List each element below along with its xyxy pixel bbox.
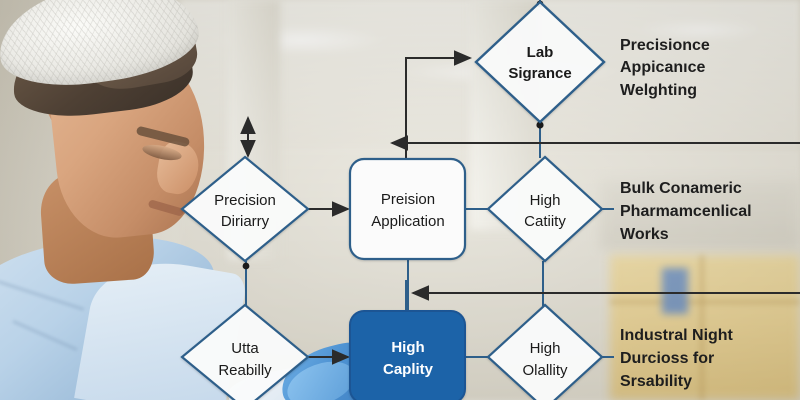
side-label-layer: Precisionce Appicanıce Welghting Bulk Co… — [620, 37, 752, 390]
node-high-catiity[interactable]: High Catiity — [486, 155, 604, 263]
side-label-line1: Bulk Conameric — [620, 180, 742, 197]
side-label-line3: Srsability — [620, 373, 692, 390]
side-label-line2: Pharmamcenlical — [620, 203, 752, 220]
side-label-bottom: Industral Night Durcioss for Srsability — [620, 327, 734, 390]
node-lab-sigrance[interactable]: Lab Sigrance — [474, 0, 606, 124]
node-high-olallity[interactable]: High Olallity — [486, 303, 604, 400]
node-label-line1: High — [391, 339, 424, 356]
node-label-line1: High — [530, 192, 561, 209]
background-blue-box — [662, 268, 688, 314]
connector-layer — [240, 0, 800, 365]
node-label-line2: Catiity — [524, 213, 566, 230]
node-layer: Lab Sigrance Precision Diriarry Preision… — [180, 0, 606, 400]
conn-elbow-to-lab-sigrance — [405, 50, 472, 159]
node-preision-application[interactable]: Preision Application — [348, 157, 467, 261]
node-high-caplity[interactable]: High Caplity — [349, 310, 466, 400]
side-label-middle: Bulk Conameric Pharmamcenlical Works — [620, 180, 752, 243]
node-label-line2: Caplity — [383, 361, 434, 378]
node-utta-reabilly[interactable]: Utta Reabilly — [180, 303, 310, 400]
node-label-line2: Diriarry — [221, 213, 270, 230]
node-label-line1: Utta — [231, 340, 259, 357]
node-label-line2: Reabilly — [218, 362, 272, 379]
node-label-line2: Olallity — [522, 362, 568, 379]
side-label-line2: Appicanıce — [620, 59, 705, 76]
node-label-line1: Preision — [381, 191, 435, 208]
side-label-line3: Welghting — [620, 82, 697, 99]
side-label-line3: Works — [620, 226, 669, 243]
background-crate-seam-2 — [700, 255, 704, 400]
background-shelf — [600, 180, 800, 250]
side-label-line1: Precisionce — [620, 37, 710, 54]
node-label-line1: Precision — [214, 192, 276, 209]
node-label-line1: Lab — [527, 44, 554, 61]
background-crate-seam-1 — [610, 300, 800, 304]
side-label-line2: Durcioss for — [620, 350, 714, 367]
node-label-line1: High — [530, 340, 561, 357]
background-crates — [610, 255, 800, 400]
side-label-line1: Industral Night — [620, 327, 734, 344]
conn-diriarry-to-reabilly — [242, 261, 250, 305]
node-label-line2: Sigrance — [508, 65, 571, 82]
node-precision-diriarry[interactable]: Precision Diriarry — [180, 155, 310, 263]
node-label-line2: Application — [371, 213, 444, 230]
side-label-top: Precisionce Appicanıce Welghting — [620, 37, 710, 99]
conn-lab-sigrance-down — [536, 121, 544, 158]
